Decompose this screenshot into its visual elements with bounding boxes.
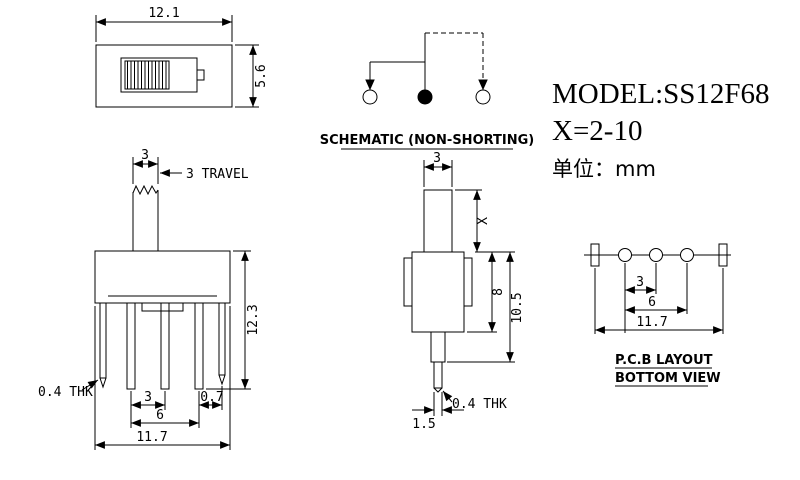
terminal-circle-common bbox=[417, 89, 433, 105]
side-tab bbox=[196, 69, 205, 81]
pcb-slot-right bbox=[718, 243, 728, 267]
dim-front-height: 12.3 bbox=[206, 250, 261, 390]
dim-label-x: X bbox=[476, 217, 491, 225]
dim-pcb-pitch: 3 bbox=[625, 275, 656, 294]
dim-front-width: 11.7 bbox=[95, 430, 230, 449]
side-view: 3 X 8 10.5 0.4 THK bbox=[403, 151, 525, 432]
x-range: X=2-10 bbox=[552, 115, 642, 147]
dim-label-side-knob-3: 3 bbox=[433, 151, 441, 166]
dim-label-front-thk: 0.4 THK bbox=[38, 385, 93, 400]
knob-break-line bbox=[132, 184, 159, 196]
mount-pin-left bbox=[99, 302, 107, 379]
terminal-pin-1 bbox=[126, 302, 136, 390]
terminal-pin-3 bbox=[194, 302, 204, 390]
dim-label-0-7: 0.7 bbox=[200, 390, 223, 405]
dim-top-height: 5.6 bbox=[235, 44, 269, 108]
dim-side-x: X bbox=[455, 189, 515, 253]
schematic-view: SCHEMATIC (NON-SHORTING) bbox=[320, 32, 535, 150]
dim-travel: 3 TRAVEL bbox=[160, 167, 249, 182]
switch-body-top-outline bbox=[95, 44, 233, 108]
dim-side-knob: 3 bbox=[423, 151, 453, 187]
dim-label-side-thk: 0.4 THK bbox=[452, 397, 507, 412]
callout-front-thk: 0.4 THK bbox=[38, 379, 99, 400]
schematic-caption: SCHEMATIC (NON-SHORTING) bbox=[320, 133, 535, 148]
dim-top-width: 12.1 bbox=[95, 6, 233, 42]
pcb-slot-left bbox=[590, 243, 600, 267]
pcb-hole-3 bbox=[680, 248, 694, 262]
title-block: MODEL:SS12F68 X=2-10 单位：mm bbox=[552, 78, 770, 181]
terminal-circle-left bbox=[362, 89, 378, 105]
dim-label-pcb-11-7: 11.7 bbox=[636, 315, 667, 330]
dim-side-body-height: 8 bbox=[467, 252, 506, 333]
mount-pin-right bbox=[218, 302, 226, 376]
dim-label-pitch-3: 3 bbox=[144, 390, 152, 405]
dim-label-11-7: 11.7 bbox=[136, 430, 167, 445]
dim-label-span-6: 6 bbox=[156, 408, 164, 423]
pcb-caption-line2: BOTTOM VIEW bbox=[615, 371, 721, 386]
body-side-outline bbox=[411, 251, 465, 333]
bracket-right bbox=[463, 257, 473, 307]
dim-label-12-3: 12.3 bbox=[246, 304, 261, 335]
dim-front-offset: 0.7 bbox=[199, 390, 224, 409]
pcb-hole-1 bbox=[618, 248, 632, 262]
dim-pcb-span: 6 bbox=[625, 295, 687, 314]
dim-side-pin-width: 1.5 bbox=[412, 392, 464, 432]
arrow-left-contact bbox=[365, 79, 375, 91]
slider-knob-hatched bbox=[124, 60, 170, 90]
dim-label-12-1: 12.1 bbox=[148, 6, 179, 21]
dim-label-travel: 3 TRAVEL bbox=[186, 167, 249, 182]
terminal-pin-2 bbox=[160, 302, 170, 390]
pcb-caption-line1: P.C.B LAYOUT bbox=[615, 353, 713, 368]
dim-label-8: 8 bbox=[491, 288, 506, 296]
dim-front-knob: 3 bbox=[132, 148, 159, 184]
bracket-left bbox=[403, 257, 413, 307]
dim-label-10-5: 10.5 bbox=[510, 292, 525, 323]
dim-pcb-width: 11.7 bbox=[595, 315, 723, 334]
unit-label: 单位：mm bbox=[552, 157, 656, 181]
dim-front-pitch: 3 bbox=[131, 390, 165, 409]
knob-side-outline bbox=[423, 189, 453, 253]
dim-label-knob-3: 3 bbox=[141, 148, 149, 163]
dim-side-total-height: 10.5 bbox=[447, 252, 525, 363]
dim-label-pcb-3: 3 bbox=[636, 275, 644, 290]
switch-body-front-outline bbox=[94, 250, 231, 304]
callout-side-thk: 0.4 THK bbox=[442, 390, 507, 412]
dim-label-pcb-6: 6 bbox=[648, 295, 656, 310]
pcb-layout-view: 3 6 11.7 P.C.B LAYOUT BOTTOM VIEW bbox=[584, 243, 731, 387]
top-view: 12.1 5.6 bbox=[95, 6, 269, 108]
pcb-hole-2 bbox=[649, 248, 663, 262]
dim-front-span: 6 bbox=[131, 408, 199, 427]
pin-tip bbox=[433, 361, 443, 389]
front-view: 3 3 TRAVEL 12.3 0.4 THK 3 bbox=[38, 148, 261, 450]
pin-shoulder bbox=[430, 331, 446, 363]
dim-label-5-6: 5.6 bbox=[254, 64, 269, 87]
dim-label-1-5: 1.5 bbox=[412, 417, 435, 432]
terminal-circle-right bbox=[475, 89, 491, 105]
body-center-tab bbox=[141, 302, 184, 312]
model-number: MODEL:SS12F68 bbox=[552, 78, 770, 110]
arrow-right-contact bbox=[478, 79, 488, 91]
